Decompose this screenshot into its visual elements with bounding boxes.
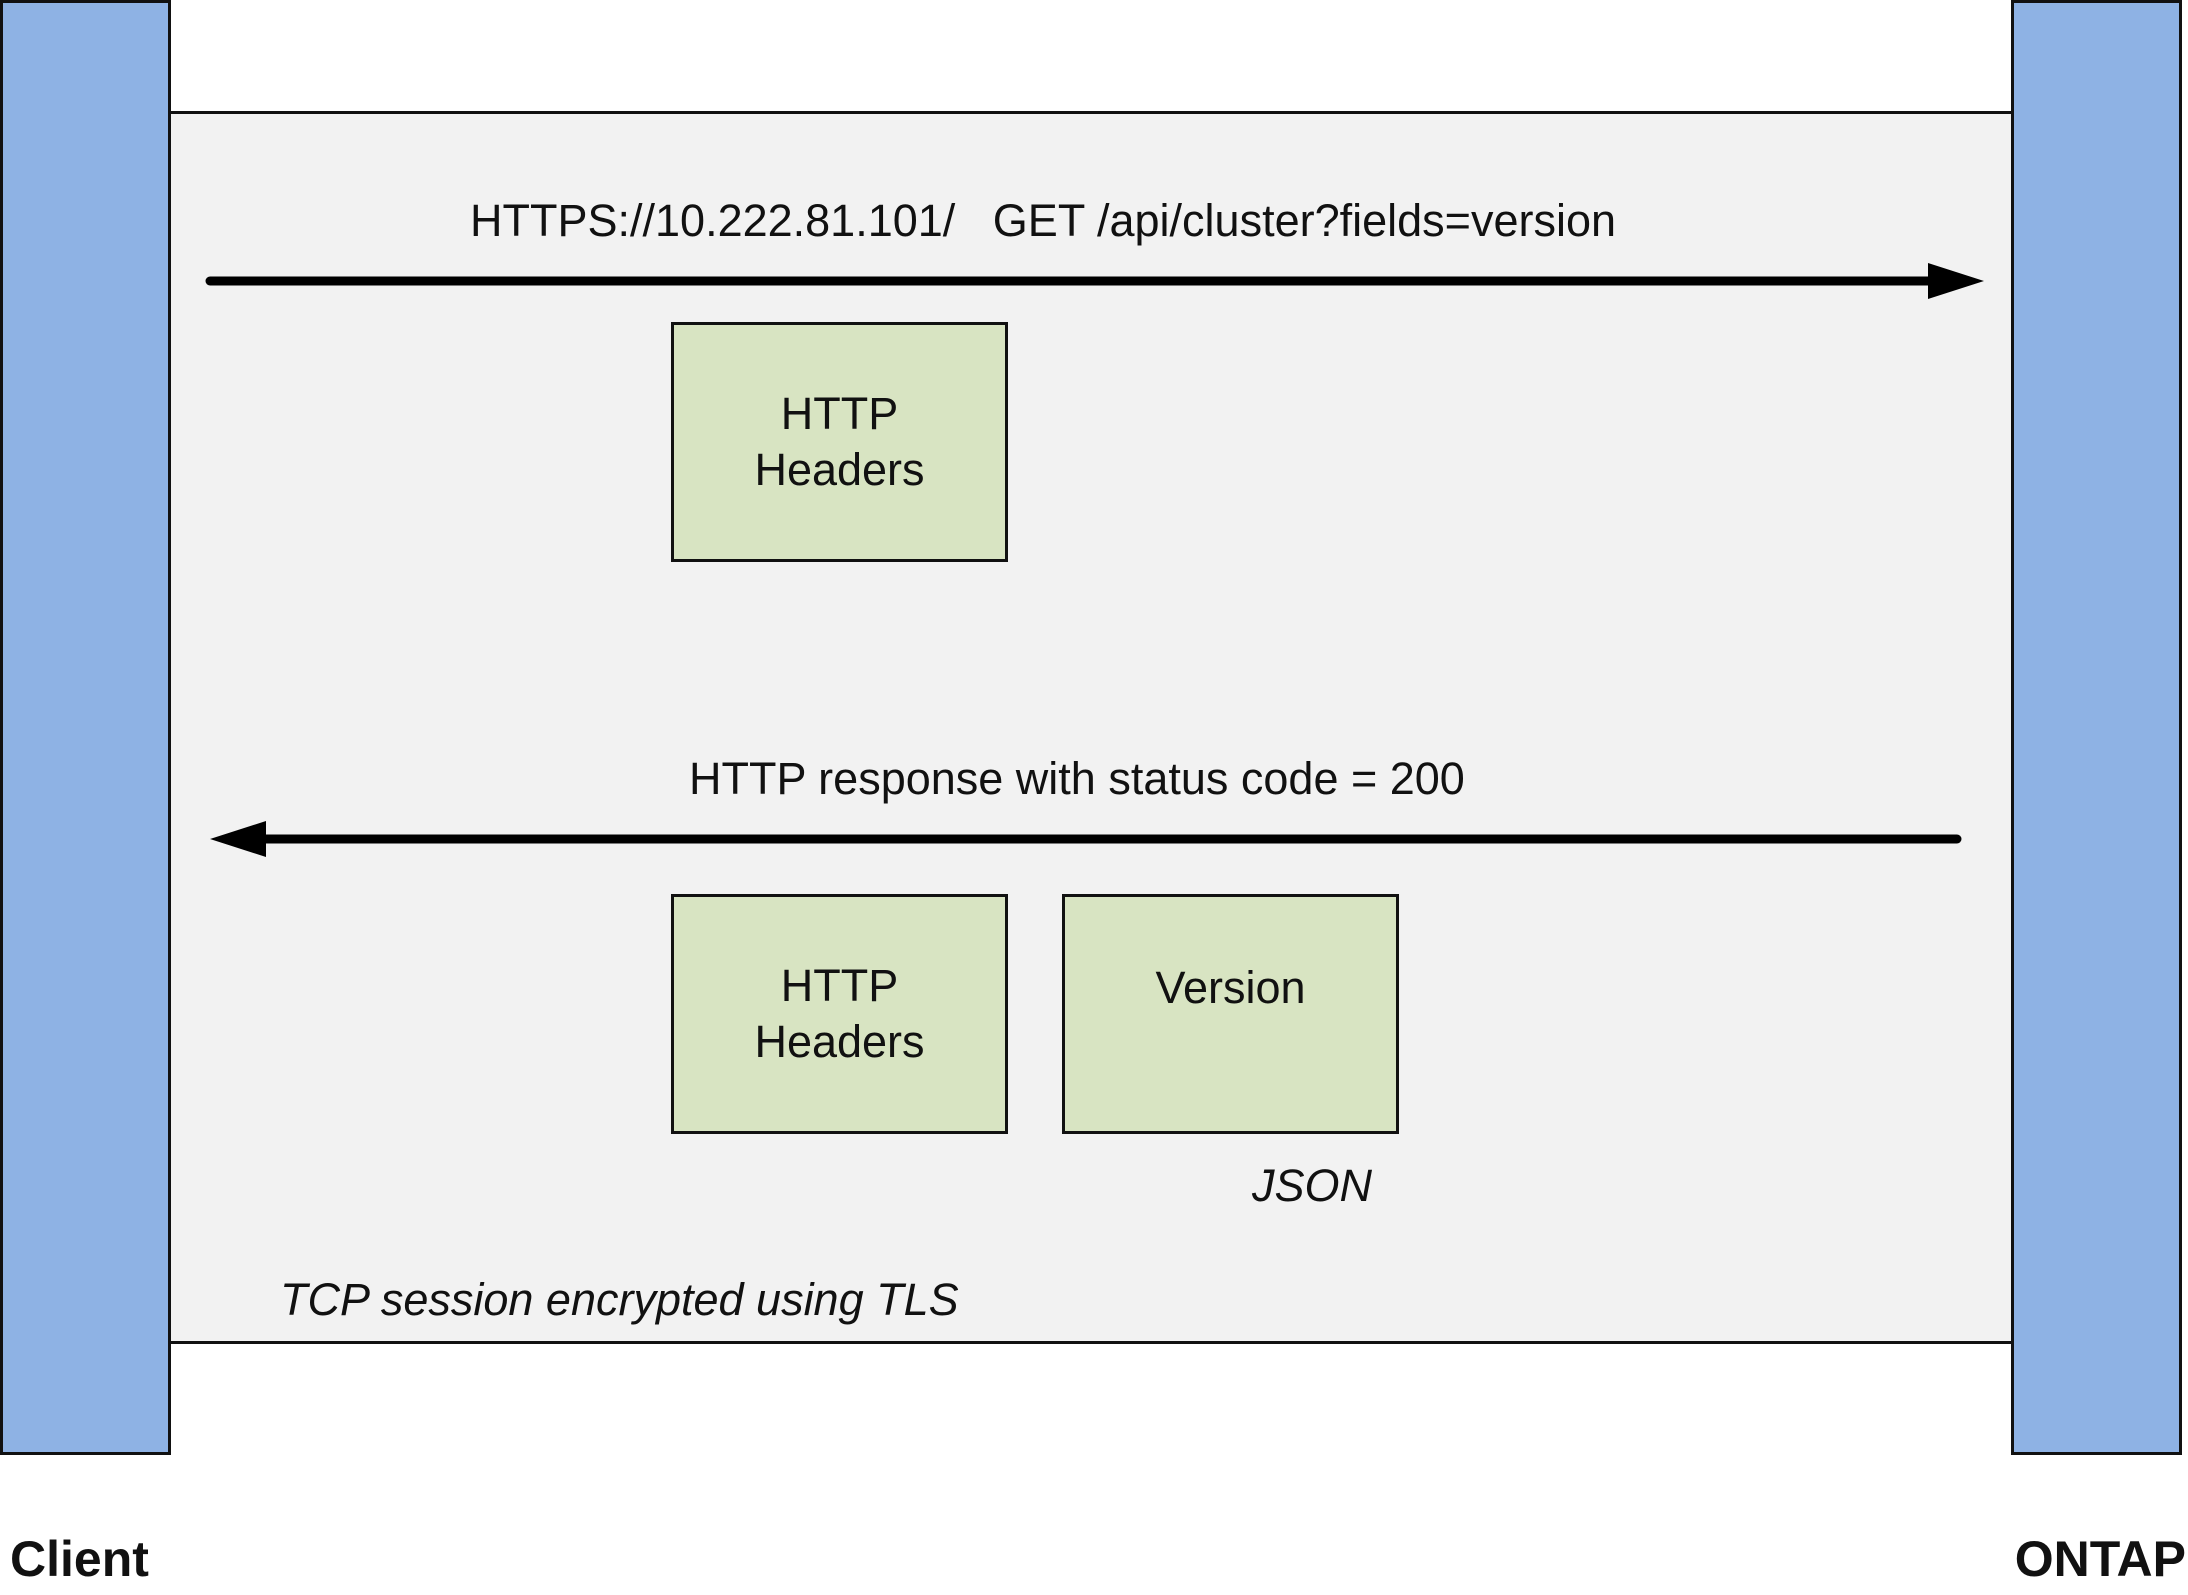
request-label: HTTPS://10.222.81.101/ GET /api/cluster?… [470, 195, 1617, 246]
response-version-box: Version [1062, 894, 1399, 1134]
request-headers-line1: HTTP [780, 388, 899, 439]
response-headers-line2: Headers [754, 1016, 925, 1067]
ontap-actor-label: ONTAP [2014, 1531, 2186, 1587]
ontap-lifeline [2011, 0, 2182, 1455]
response-version-label: Version [1155, 962, 1306, 1013]
tls-session-caption: TCP session encrypted using TLS [280, 1274, 959, 1325]
request-headers-box: HTTP Headers [671, 322, 1008, 562]
client-actor-label: Client [10, 1531, 149, 1587]
response-label: HTTP response with status code = 200 [689, 753, 1465, 804]
request-arrowhead [1928, 263, 1984, 299]
tls-session-region [168, 111, 2015, 1344]
client-lifeline [0, 0, 171, 1455]
request-headers-line2: Headers [754, 444, 925, 495]
response-headers-box: HTTP Headers [671, 894, 1008, 1134]
response-arrowhead [210, 821, 266, 857]
response-headers-line1: HTTP [780, 960, 899, 1011]
json-label: JSON [1252, 1160, 1373, 1211]
